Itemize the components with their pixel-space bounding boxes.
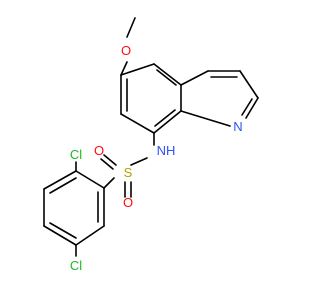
bond-s-o-left-a	[103, 154, 117, 166]
bond-methyl-o	[126, 17, 136, 38]
atom-oxygen-methoxy: O	[121, 43, 131, 58]
bond-c5-c6	[75, 225, 105, 246]
molecule-svg: O N NH S O O Cl Cl	[43, 17, 259, 273]
bond-inner-c4-c5	[49, 222, 77, 239]
bond-inner-c8a-c8	[154, 109, 176, 127]
bond-o-c6	[120, 61, 128, 76]
bond-inner-c2-n1	[241, 98, 253, 116]
atom-sulfonyl-o-bottom: O	[123, 195, 133, 210]
bond-c4-c5	[43, 225, 77, 246]
bond-c8a-c8	[153, 110, 182, 134]
bond-s-o-left-b	[100, 158, 114, 170]
bond-nh-s	[130, 157, 148, 166]
atom-sulfonyl-o-left: O	[94, 143, 104, 158]
atom-sulfur: S	[124, 165, 133, 180]
atom-chlorine-top: Cl	[70, 147, 82, 162]
bond-c4a-c4	[180, 70, 209, 86]
bond-c1-c2	[75, 170, 105, 189]
bond-c2-n1	[245, 97, 259, 119]
bond-n1-c8a	[180, 110, 231, 127]
bond-c8-c7	[120, 113, 155, 134]
bond-inner-c5-c4a	[156, 69, 177, 86]
atom-labels: O N NH S O O Cl Cl	[70, 43, 243, 273]
atom-nitrogen-ring: N	[233, 119, 242, 134]
bond-s-c1	[103, 177, 115, 189]
bond-c2-c3	[43, 170, 77, 190]
bond-c6-c5	[120, 63, 155, 76]
structure-diagram: O N NH S O O Cl Cl	[43, 17, 259, 273]
bond-c3-c2	[239, 70, 259, 99]
bonds	[43, 17, 259, 257]
atom-amide-nh: NH	[157, 143, 176, 158]
bond-c5-c4a	[153, 63, 182, 86]
atom-chlorine-bottom: Cl	[70, 258, 82, 273]
bond-inner-c2-c3	[49, 177, 77, 194]
